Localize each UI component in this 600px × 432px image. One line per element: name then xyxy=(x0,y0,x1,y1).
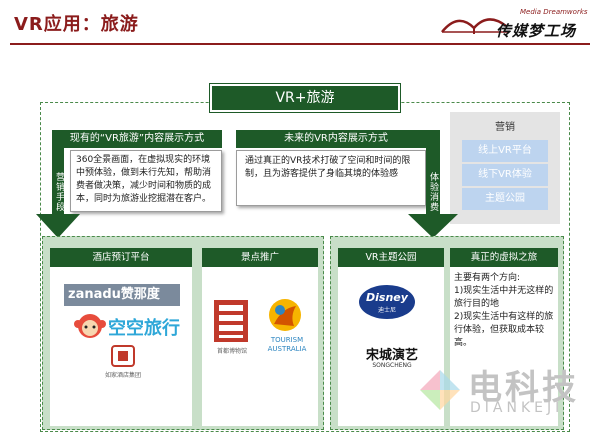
watermark-cn: 电科技 xyxy=(468,368,579,408)
watermark-en: DIANKEJI xyxy=(470,400,564,416)
diagram-header: VR+旅游 xyxy=(210,84,400,112)
disney-logo-icon xyxy=(359,285,415,319)
hotel-card-title: 酒店预订平台 xyxy=(50,248,192,267)
future-method-text: 通过真正的VR技术打破了空间和时间的限制，且为游客提供了身临其境的体验感 xyxy=(236,150,426,206)
watermark-logo-icon xyxy=(420,370,460,410)
kongkong-logo: 空空旅行 xyxy=(108,318,180,339)
disney-logo-text: Disney xyxy=(366,291,408,304)
virtual-card-text: 主要有两个方向: 1)现实生活中并无这样的旅行目的地 2)现实生活中有这样的旅行… xyxy=(454,273,554,348)
brand-name: 传媒梦工场 xyxy=(496,22,577,40)
current-method-label: 现有的“VR旅游”内容展示方式 xyxy=(52,130,222,148)
songcheng-logo-sub: SONGCHENG xyxy=(372,362,412,369)
virtual-card-title: 真正的虚拟之旅 xyxy=(450,248,558,267)
tourism-line1: TOURISM xyxy=(270,336,304,344)
arrow-right xyxy=(408,130,458,238)
tourism-line2: AUSTRALIA xyxy=(267,345,307,353)
current-method-text: 360全景画面，在虚拟现实的环境中预体验，做到未行先知，帮助消费者做决策，减少时… xyxy=(70,150,222,212)
marketing-online-vr: 线上VR平台 xyxy=(462,140,548,162)
arrow-left-label: 营销手段 xyxy=(54,172,64,212)
brand-bridge-logo xyxy=(441,18,508,34)
marketing-offline-vr: 线下VR体验 xyxy=(462,164,548,186)
hotel-card xyxy=(50,248,192,426)
scenic-card-title: 景点推广 xyxy=(202,248,318,267)
museum-logo-icon xyxy=(214,300,248,342)
title-divider xyxy=(10,43,590,45)
marketing-theme-park: 主题公园 xyxy=(462,188,548,210)
page-title: VR应用：旅游 xyxy=(14,14,139,35)
zanadu-logo: zanadu赞那度 xyxy=(64,284,180,306)
kangaroo-logo-icon xyxy=(269,299,301,331)
future-method-label: 未来的VR内容展示方式 xyxy=(236,130,436,148)
brand-tagline: Media Dreamworks xyxy=(520,8,588,16)
virtual-card xyxy=(450,248,558,426)
park-card-title: VR主题公园 xyxy=(338,248,444,267)
museum-caption: 首都博物馆 xyxy=(216,348,247,355)
monkey-mascot-icon xyxy=(74,314,106,338)
rujia-caption: 如家酒店集团 xyxy=(104,372,141,379)
arrow-right-label: 体验消费 xyxy=(428,172,438,212)
park-card xyxy=(338,248,444,426)
rujia-logo-icon xyxy=(111,345,135,367)
marketing-title: 营销 xyxy=(495,122,515,133)
disney-logo-sub: 迪士尼 xyxy=(377,307,396,314)
songcheng-logo-text: 宋城演艺 xyxy=(365,348,418,363)
arrow-left xyxy=(36,130,80,238)
